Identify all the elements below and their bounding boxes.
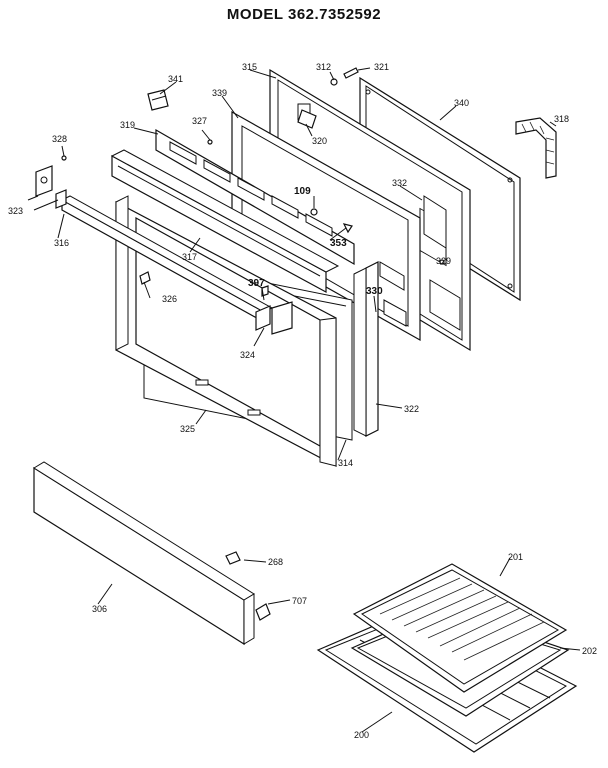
label-324: 324 (240, 350, 255, 360)
label-321: 321 (374, 62, 389, 72)
label-325: 325 (180, 424, 195, 434)
label-320: 320 (312, 136, 327, 146)
hardware-screws (61, 67, 445, 621)
part-341-bracket (147, 89, 169, 111)
label-109: 109 (294, 186, 311, 197)
part-318-hinge (515, 117, 557, 179)
label-312: 312 (316, 62, 331, 72)
label-339: 339 (212, 88, 227, 98)
label-397: 397 (248, 278, 265, 289)
label-340: 340 (454, 98, 469, 108)
label-318: 318 (554, 114, 569, 124)
label-327: 327 (192, 116, 207, 126)
leader-lines (27, 67, 581, 733)
part-306-drawer-front (33, 461, 255, 646)
label-201: 201 (508, 552, 523, 562)
label-332: 332 (392, 178, 407, 188)
part-labels: 315 312 321 341 339 340 318 328 319 327 … (8, 62, 597, 740)
label-323: 323 (8, 206, 23, 216)
label-707: 707 (292, 596, 307, 606)
label-330: 330 (366, 286, 383, 297)
label-202: 202 (582, 646, 597, 656)
label-200: 200 (354, 730, 369, 740)
label-316: 316 (54, 238, 69, 248)
label-268: 268 (268, 557, 283, 567)
label-317: 317 (182, 252, 197, 262)
part-324-end-caps (255, 301, 293, 335)
label-341: 341 (168, 74, 183, 84)
label-353: 353 (330, 238, 347, 249)
label-319: 319 (120, 120, 135, 130)
label-315: 315 (242, 62, 257, 72)
label-306: 306 (92, 604, 107, 614)
part-317-top-channel (110, 149, 340, 294)
label-329: 329 (436, 256, 451, 266)
model-title: MODEL 362.7352592 (226, 6, 382, 23)
label-322: 322 (404, 404, 419, 414)
part-201-broiler-grid (352, 563, 568, 693)
label-326: 326 (162, 294, 177, 304)
label-314: 314 (338, 458, 353, 468)
part-323-end-cap (35, 165, 67, 209)
part-319-vent-strip (155, 128, 355, 266)
label-328: 328 (52, 134, 67, 144)
part-322-side-rail (353, 261, 379, 437)
